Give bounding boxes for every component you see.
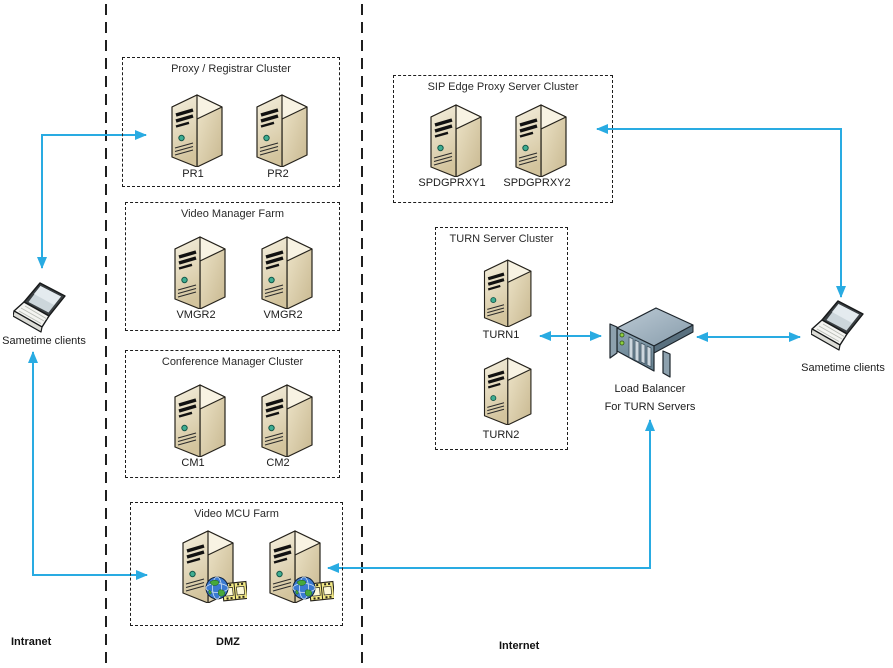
client-right-label: Sametime clients	[801, 362, 885, 374]
zone-label-internet: Internet	[499, 640, 540, 652]
cluster-title: Video MCU Farm	[194, 508, 279, 520]
cluster-sip-edge-proxy: SIP Edge Proxy Server Cluster SPDGPRXY1 …	[393, 75, 613, 203]
load-balancer-label: Load Balancer For TURN Servers	[590, 380, 710, 416]
load-balancer-label-line2: For TURN Servers	[604, 401, 696, 413]
laptop-icon	[811, 300, 871, 352]
tower-server-icon	[252, 225, 314, 309]
server-label: PR2	[267, 168, 289, 180]
cluster-title: SIP Edge Proxy Server Cluster	[427, 81, 579, 93]
globe-film-icon	[205, 575, 247, 607]
server-label: VMGR2	[176, 309, 216, 321]
cluster-title: TURN Server Cluster	[449, 233, 554, 245]
connector-sipedge-client	[596, 124, 846, 298]
connector-client-proxy	[37, 130, 147, 269]
zone-label-intranet: Intranet	[11, 636, 52, 648]
laptop-icon	[13, 282, 73, 334]
tower-server-icon	[165, 225, 227, 309]
client-left-label: Sametime clients	[2, 335, 86, 347]
tower-server-icon	[247, 83, 309, 167]
cluster-video-manager-farm: Video Manager Farm VMGR2 VMGR2	[125, 202, 340, 331]
server-label: SPDGPRXY2	[503, 177, 571, 189]
load-balancer-icon	[605, 301, 697, 379]
tower-server-icon	[165, 373, 227, 457]
server-label: PR1	[182, 168, 204, 180]
server-label: SPDGPRXY1	[418, 177, 486, 189]
tower-server-icon	[473, 347, 535, 425]
tower-server-icon	[162, 83, 224, 167]
load-balancer-label-line1: Load Balancer	[614, 383, 686, 395]
server-label: TURN1	[482, 329, 520, 341]
server-label: VMGR2	[263, 309, 303, 321]
cluster-title: Conference Manager Cluster	[161, 356, 304, 368]
tower-server-icon	[473, 249, 535, 327]
server-label: CM2	[266, 457, 290, 469]
connector-client-mcu	[28, 351, 148, 580]
cluster-title: Proxy / Registrar Cluster	[171, 63, 291, 75]
cluster-proxy-registrar: Proxy / Registrar Cluster PR1 PR2	[122, 57, 340, 187]
cluster-title: Video Manager Farm	[180, 208, 285, 220]
cluster-video-mcu-farm: Video MCU Farm	[130, 502, 343, 626]
globe-film-icon	[292, 575, 334, 607]
server-label: TURN2	[482, 429, 520, 441]
cluster-turn-server: TURN Server Cluster TURN1 TURN2	[435, 227, 568, 450]
server-label: CM1	[181, 457, 205, 469]
tower-server-icon	[252, 373, 314, 457]
zone-label-dmz: DMZ	[216, 636, 240, 648]
cluster-conference-manager: Conference Manager Cluster CM1 CM2	[125, 350, 340, 478]
connector-loadbalancer-mcu	[327, 419, 655, 573]
tower-server-icon	[421, 93, 483, 177]
tower-server-icon	[506, 93, 568, 177]
